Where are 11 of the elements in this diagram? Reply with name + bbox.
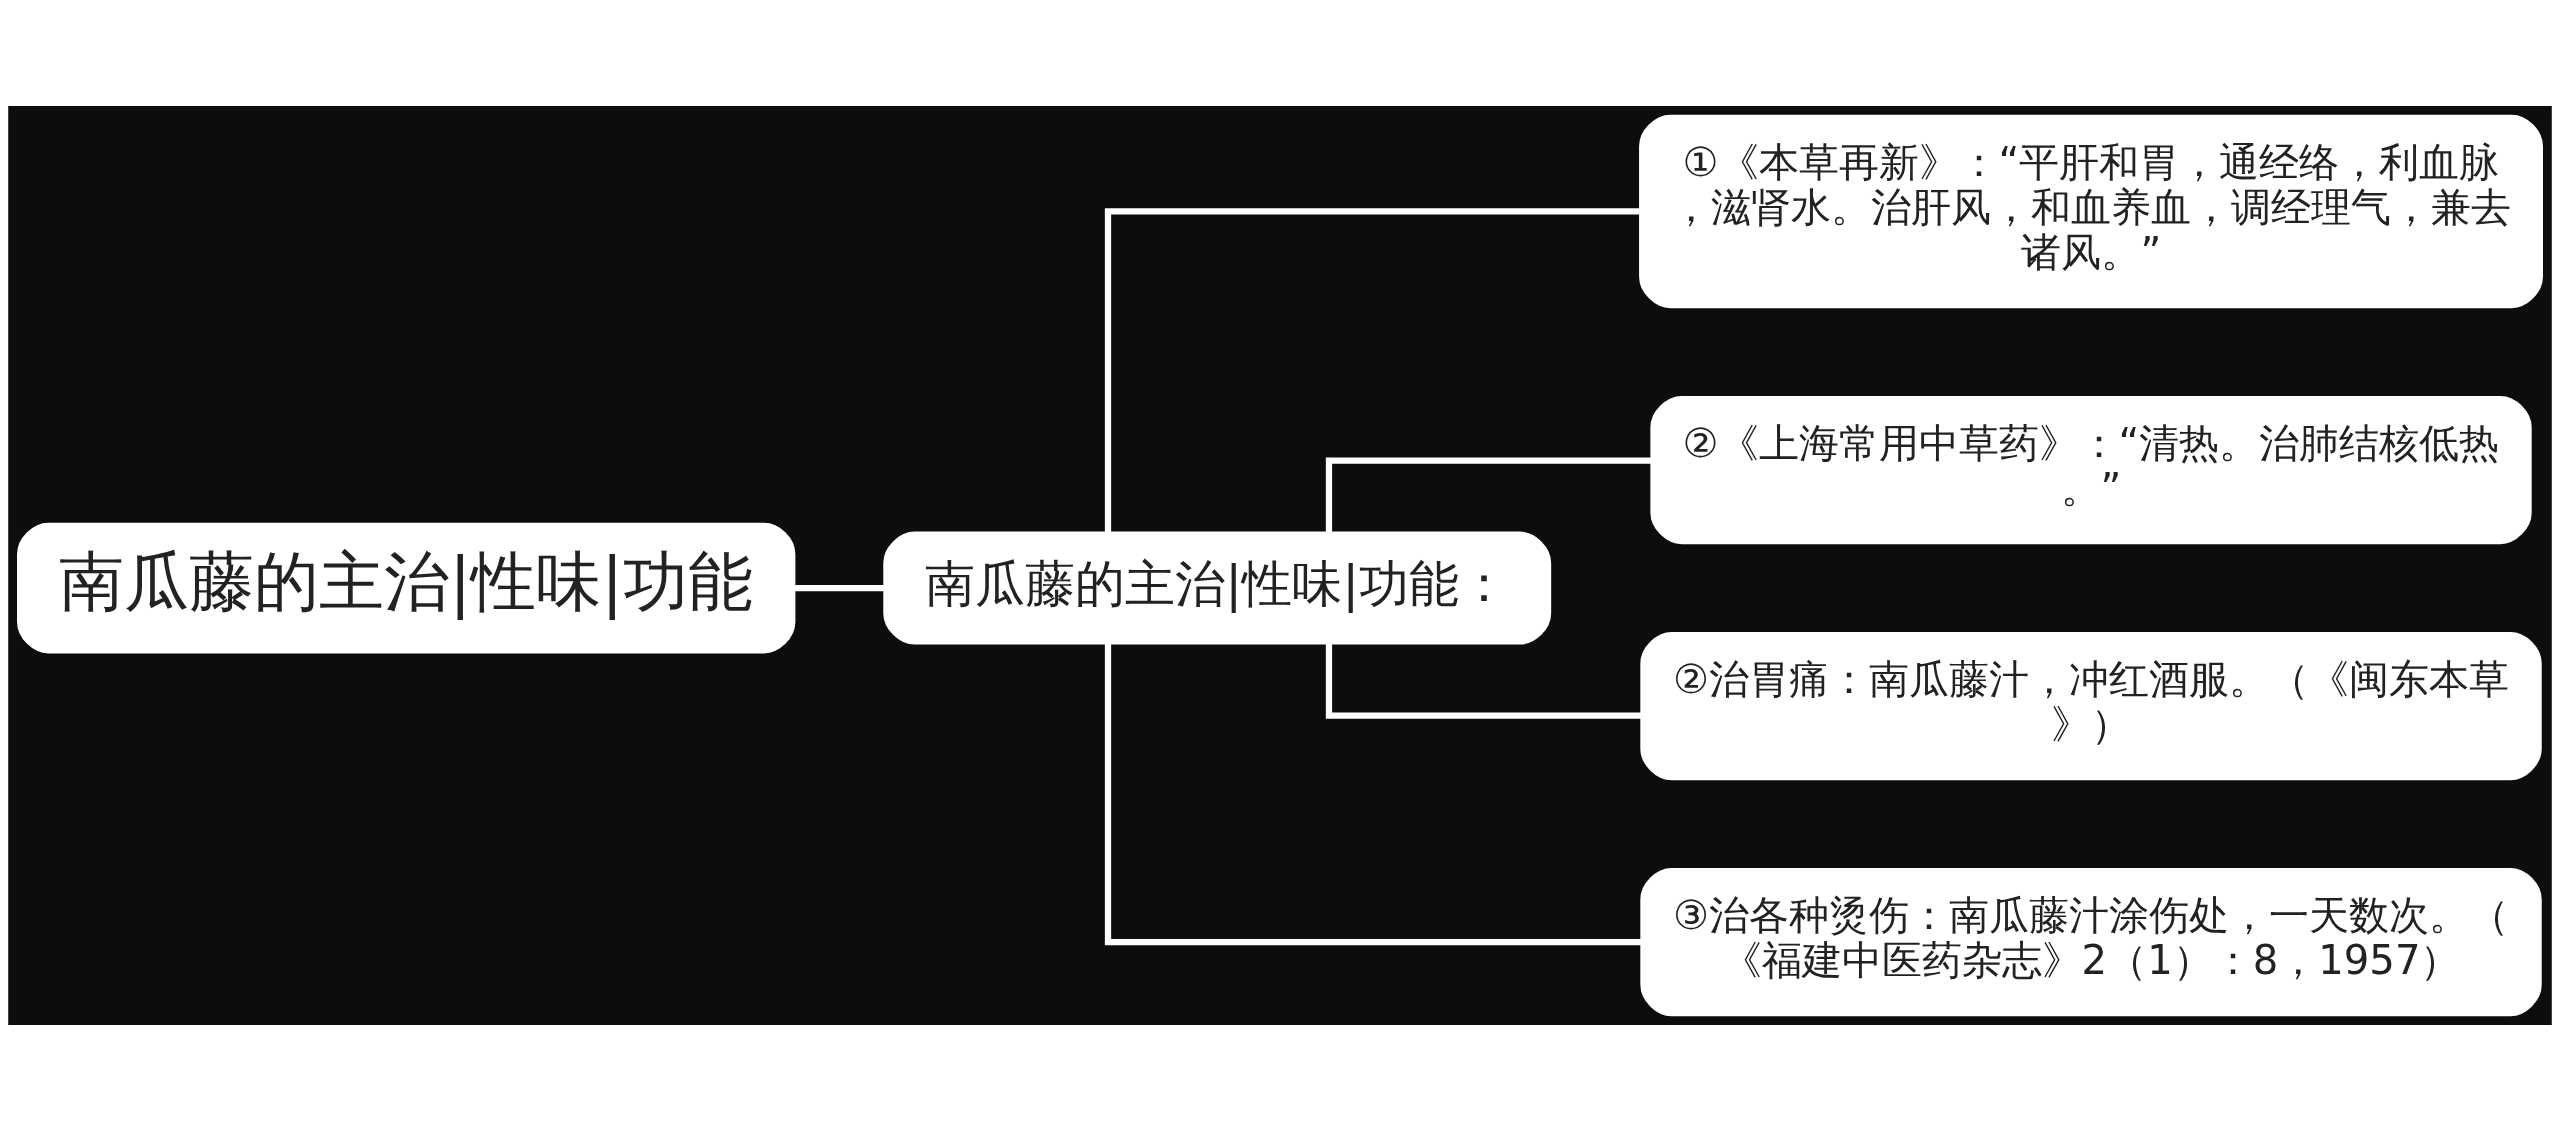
connector	[1104, 208, 1640, 533]
node-box: ②《上海常用中草药》：“清热。治肺结核低热。”	[1650, 396, 2532, 545]
connector	[1325, 643, 1642, 719]
node-box: ②治胃痛：南瓜藤汁，冲红酒服。（《闽东本草》）	[1640, 632, 2542, 781]
node-box: 南瓜藤的主治|性味|功能：	[883, 531, 1552, 645]
node-box: 南瓜藤的主治|性味|功能	[17, 522, 796, 654]
node-box: ③治各种烫伤：南瓜藤汁涂伤处，一天数次。（《福建中医药杂志》2（1）：8，1957）	[1640, 868, 2542, 1017]
connector	[795, 584, 884, 592]
connector	[1104, 643, 1642, 946]
connector	[1325, 457, 1652, 533]
node-box: ①《本草再新》：“平肝和胃，通经络，利血脉，滋肾水。治肝风，和血养血，调经理气，兼去诸风。”	[1639, 114, 2543, 309]
